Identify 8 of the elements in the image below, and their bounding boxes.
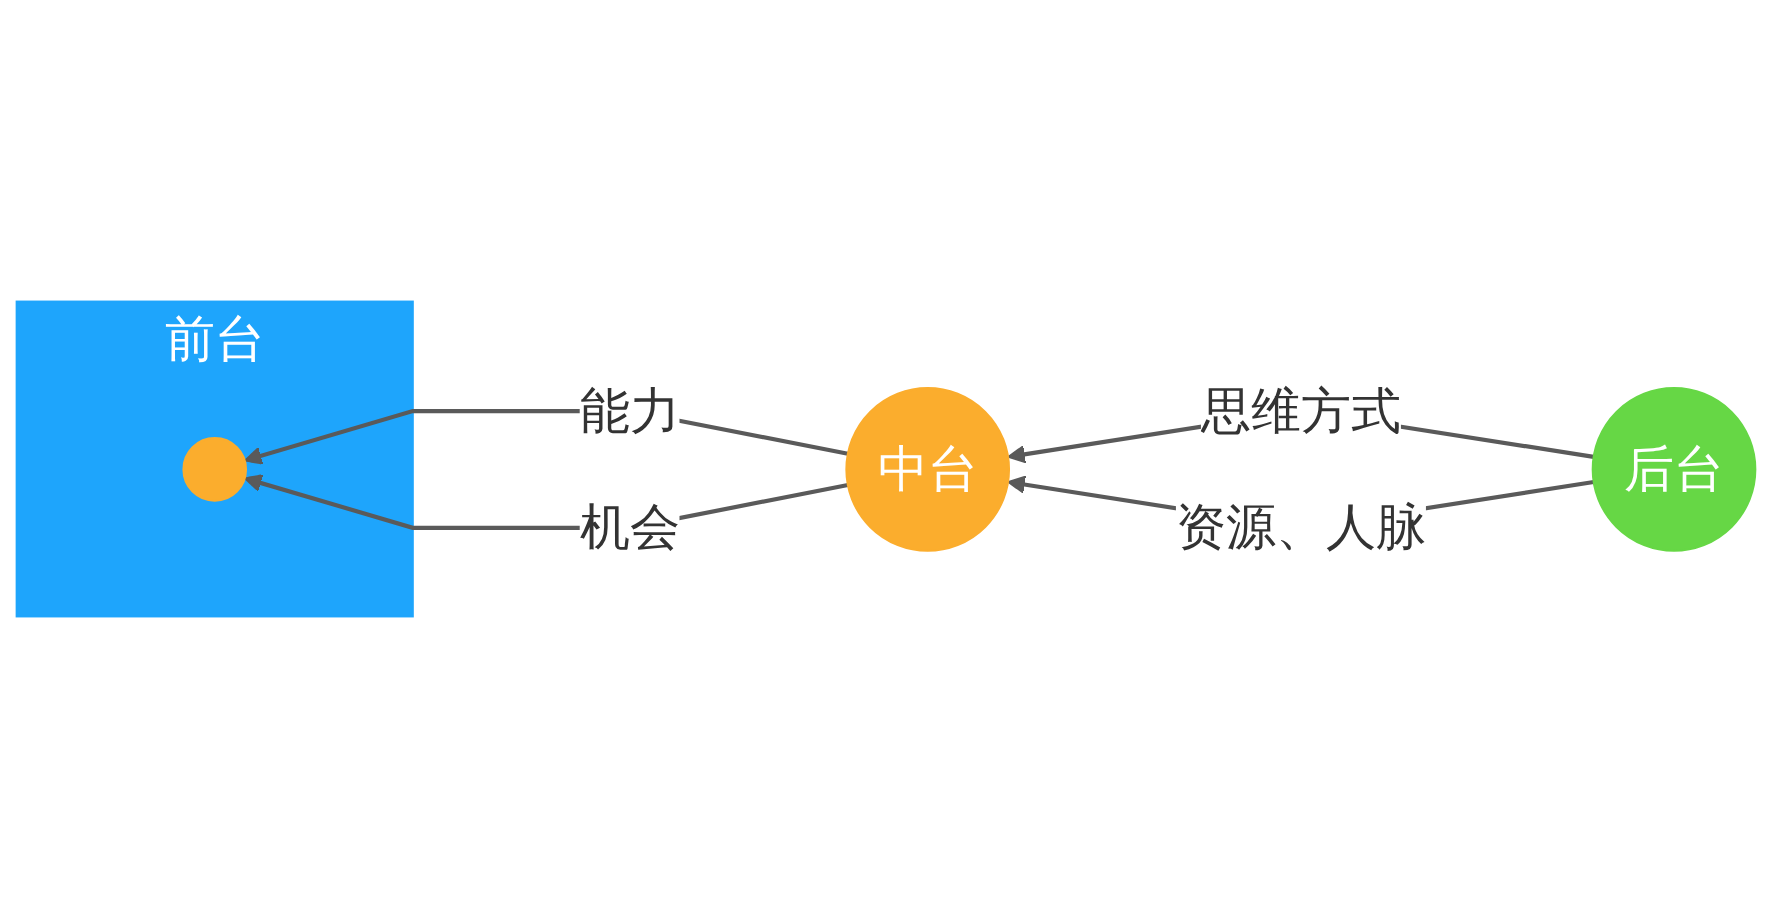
node-circle: 后台 (1591, 387, 1757, 552)
node-circle: 中台 (845, 387, 1011, 552)
edge-label: 思维方式 (1200, 381, 1401, 441)
edge-label: 机会 (579, 498, 680, 557)
cluster: 前台 (15, 300, 414, 618)
edge-label: 能力 (579, 381, 680, 441)
node-circle (182, 437, 248, 502)
edge-label: 资源、人脉 (1175, 498, 1426, 557)
